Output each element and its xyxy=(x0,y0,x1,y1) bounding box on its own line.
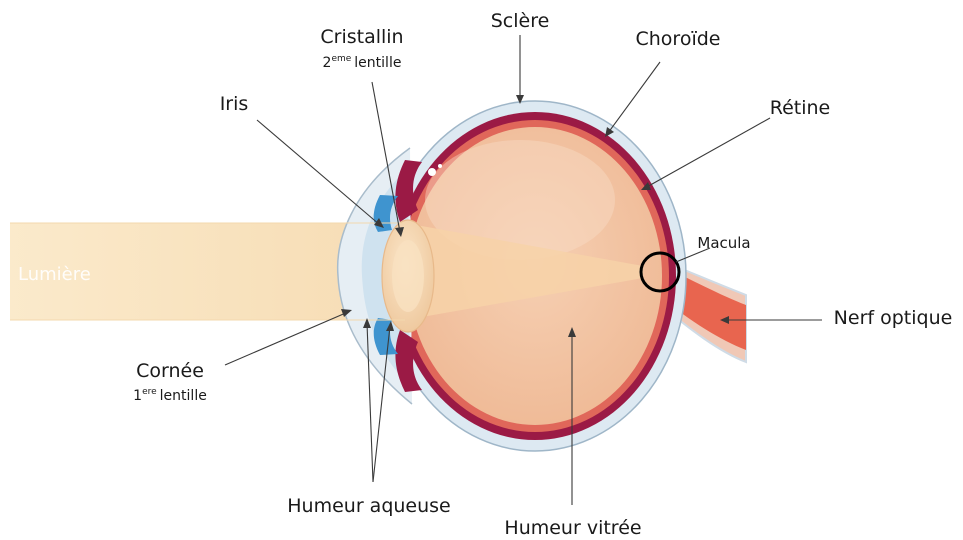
choroid-leader xyxy=(608,62,660,133)
light-label: Lumière xyxy=(18,264,91,285)
retina-leader xyxy=(645,118,770,188)
cornea-sub-sup: ere xyxy=(142,387,157,397)
macula-label: Macula xyxy=(697,234,750,252)
eye-gloss-1 xyxy=(428,168,436,176)
sclera-label: Sclère xyxy=(491,10,550,32)
retina-label: Rétine xyxy=(770,97,831,119)
cornea-label: Cornée xyxy=(136,360,204,382)
lens-sub-number: 2 xyxy=(323,55,332,71)
cornea-sub-word: lentille xyxy=(160,388,207,404)
iris-leader xyxy=(257,120,380,225)
eye-gloss-2 xyxy=(438,164,442,168)
lens-label: Cristallin xyxy=(320,26,403,48)
lens-sub-sup: eme xyxy=(331,54,351,64)
optic-nerve-label: Nerf optique xyxy=(834,307,953,329)
lens-inner xyxy=(392,240,424,312)
lens-sub-word: lentille xyxy=(354,55,401,71)
cornea-sub-number: 1 xyxy=(133,388,142,404)
iris-label: Iris xyxy=(220,93,249,115)
aqueous-humor-label: Humeur aqueuse xyxy=(287,495,451,517)
choroid-label: Choroïde xyxy=(636,28,721,50)
vitreous-humor-label: Humeur vitrée xyxy=(504,517,641,539)
